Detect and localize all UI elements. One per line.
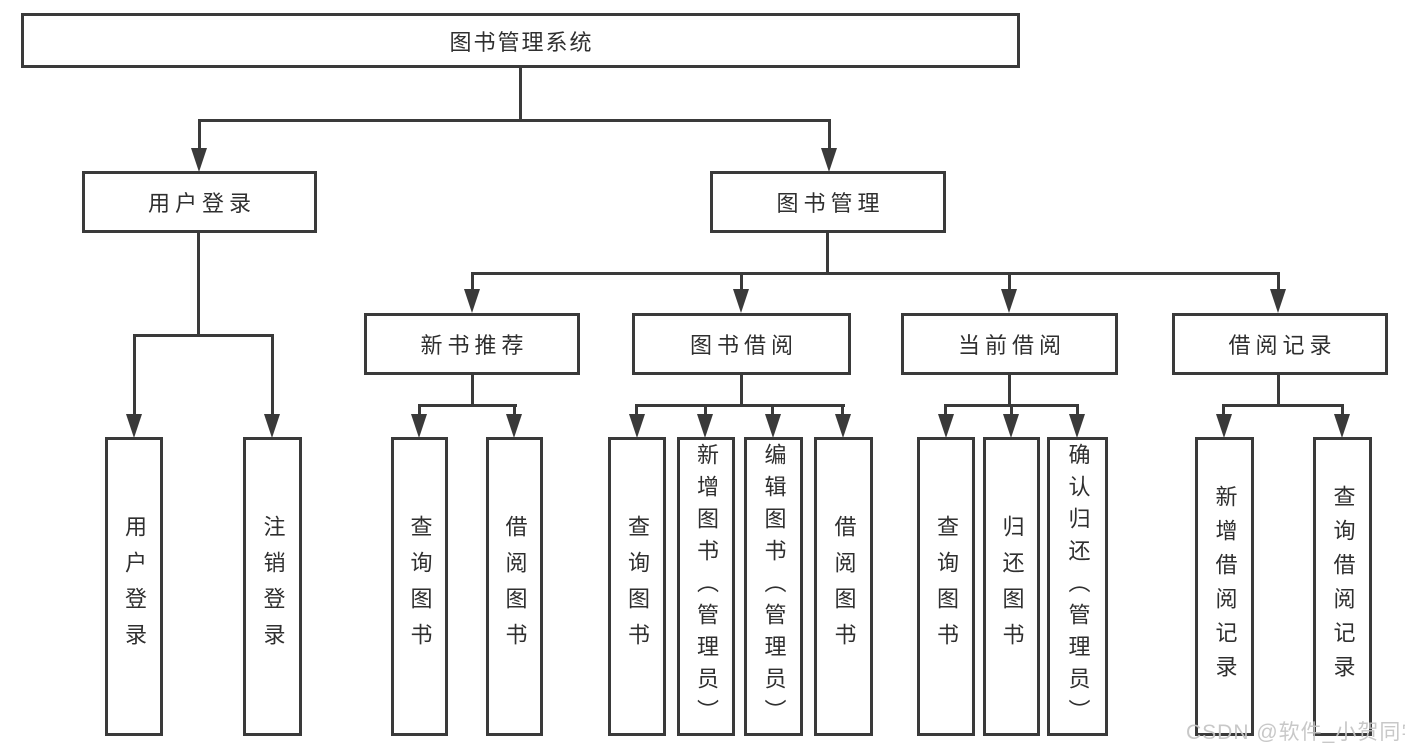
arrowhead <box>1334 414 1350 438</box>
node-root: 图书管理系统 <box>21 13 1020 68</box>
leaf-query-books-current: 查询图书 <box>917 437 975 736</box>
node-new-book-recommend-label: 新书推荐 <box>420 333 529 358</box>
arrowhead <box>938 414 954 438</box>
leaf-add-borrow-record: 新增借阅记录 <box>1195 437 1254 736</box>
arrowhead <box>835 414 851 438</box>
connector-line <box>771 404 774 416</box>
leaf-user-login: 用户登录 <box>105 437 163 736</box>
leaf-add-books-admin: 新增图书（管理员） <box>677 437 735 736</box>
leaf-logout-label: 注销登录 <box>260 514 286 659</box>
node-book-borrow-label: 图书借阅 <box>689 333 798 358</box>
connector-line <box>519 66 522 122</box>
connector-line <box>471 272 474 292</box>
connector-line <box>826 231 829 275</box>
connector-line <box>841 404 844 416</box>
connector-line <box>1008 272 1011 292</box>
leaf-add-books-admin-label: 新增图书（管理员） <box>694 442 719 731</box>
arrowhead <box>464 289 480 313</box>
connector-line <box>471 374 474 407</box>
node-current-borrow: 当前借阅 <box>901 313 1118 375</box>
connector-line <box>418 404 421 416</box>
connector-line <box>635 404 845 407</box>
node-borrow-records-label: 借阅记录 <box>1228 333 1337 358</box>
leaf-query-books-current-label: 查询图书 <box>934 514 959 659</box>
connector-line <box>198 119 201 151</box>
connector-line <box>197 231 200 337</box>
connector-line <box>418 404 517 407</box>
leaf-edit-books-admin-label: 编辑图书（管理员） <box>761 442 787 731</box>
leaf-borrow-books-recommend: 借阅图书 <box>486 437 543 736</box>
node-user-login-label: 用户登录 <box>147 191 256 216</box>
leaf-confirm-return-admin-label: 确认归还（管理员） <box>1065 442 1091 731</box>
connector-line <box>471 272 1279 275</box>
arrowhead <box>1069 414 1085 438</box>
connector-line <box>635 404 638 416</box>
node-book-management: 图书管理 <box>710 171 946 233</box>
arrowhead <box>1270 289 1286 313</box>
node-borrow-records: 借阅记录 <box>1172 313 1388 375</box>
leaf-query-books-borrow-label: 查询图书 <box>625 514 650 659</box>
connector-line <box>1341 404 1344 416</box>
arrowhead <box>191 148 207 172</box>
connector-line <box>828 119 831 151</box>
csdn-watermark: CSDN @软件_小贺同学 <box>1186 721 1405 744</box>
node-user-login: 用户登录 <box>82 171 317 233</box>
connector-line <box>1277 272 1280 292</box>
arrowhead <box>697 414 713 438</box>
leaf-borrow-books-recommend-label: 借阅图书 <box>502 514 528 659</box>
leaf-edit-books-admin: 编辑图书（管理员） <box>744 437 803 736</box>
leaf-borrow-books: 借阅图书 <box>814 437 873 736</box>
connector-line <box>944 404 947 416</box>
connector-line <box>198 119 831 122</box>
leaf-return-books-label: 归还图书 <box>999 514 1025 659</box>
connector-line <box>1076 404 1079 416</box>
connector-line <box>271 334 274 416</box>
arrowhead <box>126 414 142 438</box>
leaf-query-books-recommend-label: 查询图书 <box>407 514 433 659</box>
leaf-confirm-return-admin: 确认归还（管理员） <box>1047 437 1108 736</box>
leaf-borrow-books-label: 借阅图书 <box>831 514 857 659</box>
connector-line <box>740 272 743 292</box>
leaf-query-books-borrow: 查询图书 <box>608 437 666 736</box>
leaf-query-borrow-record-label: 查询借阅记录 <box>1330 484 1356 689</box>
arrowhead <box>821 148 837 172</box>
node-root-label: 图书管理系统 <box>449 29 594 55</box>
connector-line <box>513 404 516 416</box>
connector-line <box>1277 374 1280 407</box>
arrowhead <box>629 414 645 438</box>
arrowhead <box>1003 414 1019 438</box>
arrowhead <box>1216 414 1232 438</box>
connector-line <box>1010 404 1013 416</box>
arrowhead <box>765 414 781 438</box>
leaf-query-borrow-record: 查询借阅记录 <box>1313 437 1372 736</box>
arrowhead <box>733 289 749 313</box>
connector-line <box>1008 374 1011 407</box>
connector-line <box>1222 404 1225 416</box>
connector-line <box>704 404 707 416</box>
leaf-logout: 注销登录 <box>243 437 302 736</box>
arrowhead <box>1001 289 1017 313</box>
node-book-management-label: 图书管理 <box>776 191 885 216</box>
connector-line <box>133 334 136 416</box>
leaf-user-login-label: 用户登录 <box>122 514 147 659</box>
arrowhead <box>264 414 280 438</box>
node-book-borrow: 图书借阅 <box>632 313 851 375</box>
node-new-book-recommend: 新书推荐 <box>364 313 580 375</box>
connector-line <box>1222 404 1344 407</box>
leaf-add-borrow-record-label: 新增借阅记录 <box>1212 484 1238 689</box>
arrowhead <box>506 414 522 438</box>
leaf-query-books-recommend: 查询图书 <box>391 437 448 736</box>
connector-line <box>740 374 743 407</box>
connector-line <box>133 334 274 337</box>
node-current-borrow-label: 当前借阅 <box>957 333 1066 358</box>
leaf-return-books: 归还图书 <box>983 437 1040 736</box>
arrowhead <box>411 414 427 438</box>
